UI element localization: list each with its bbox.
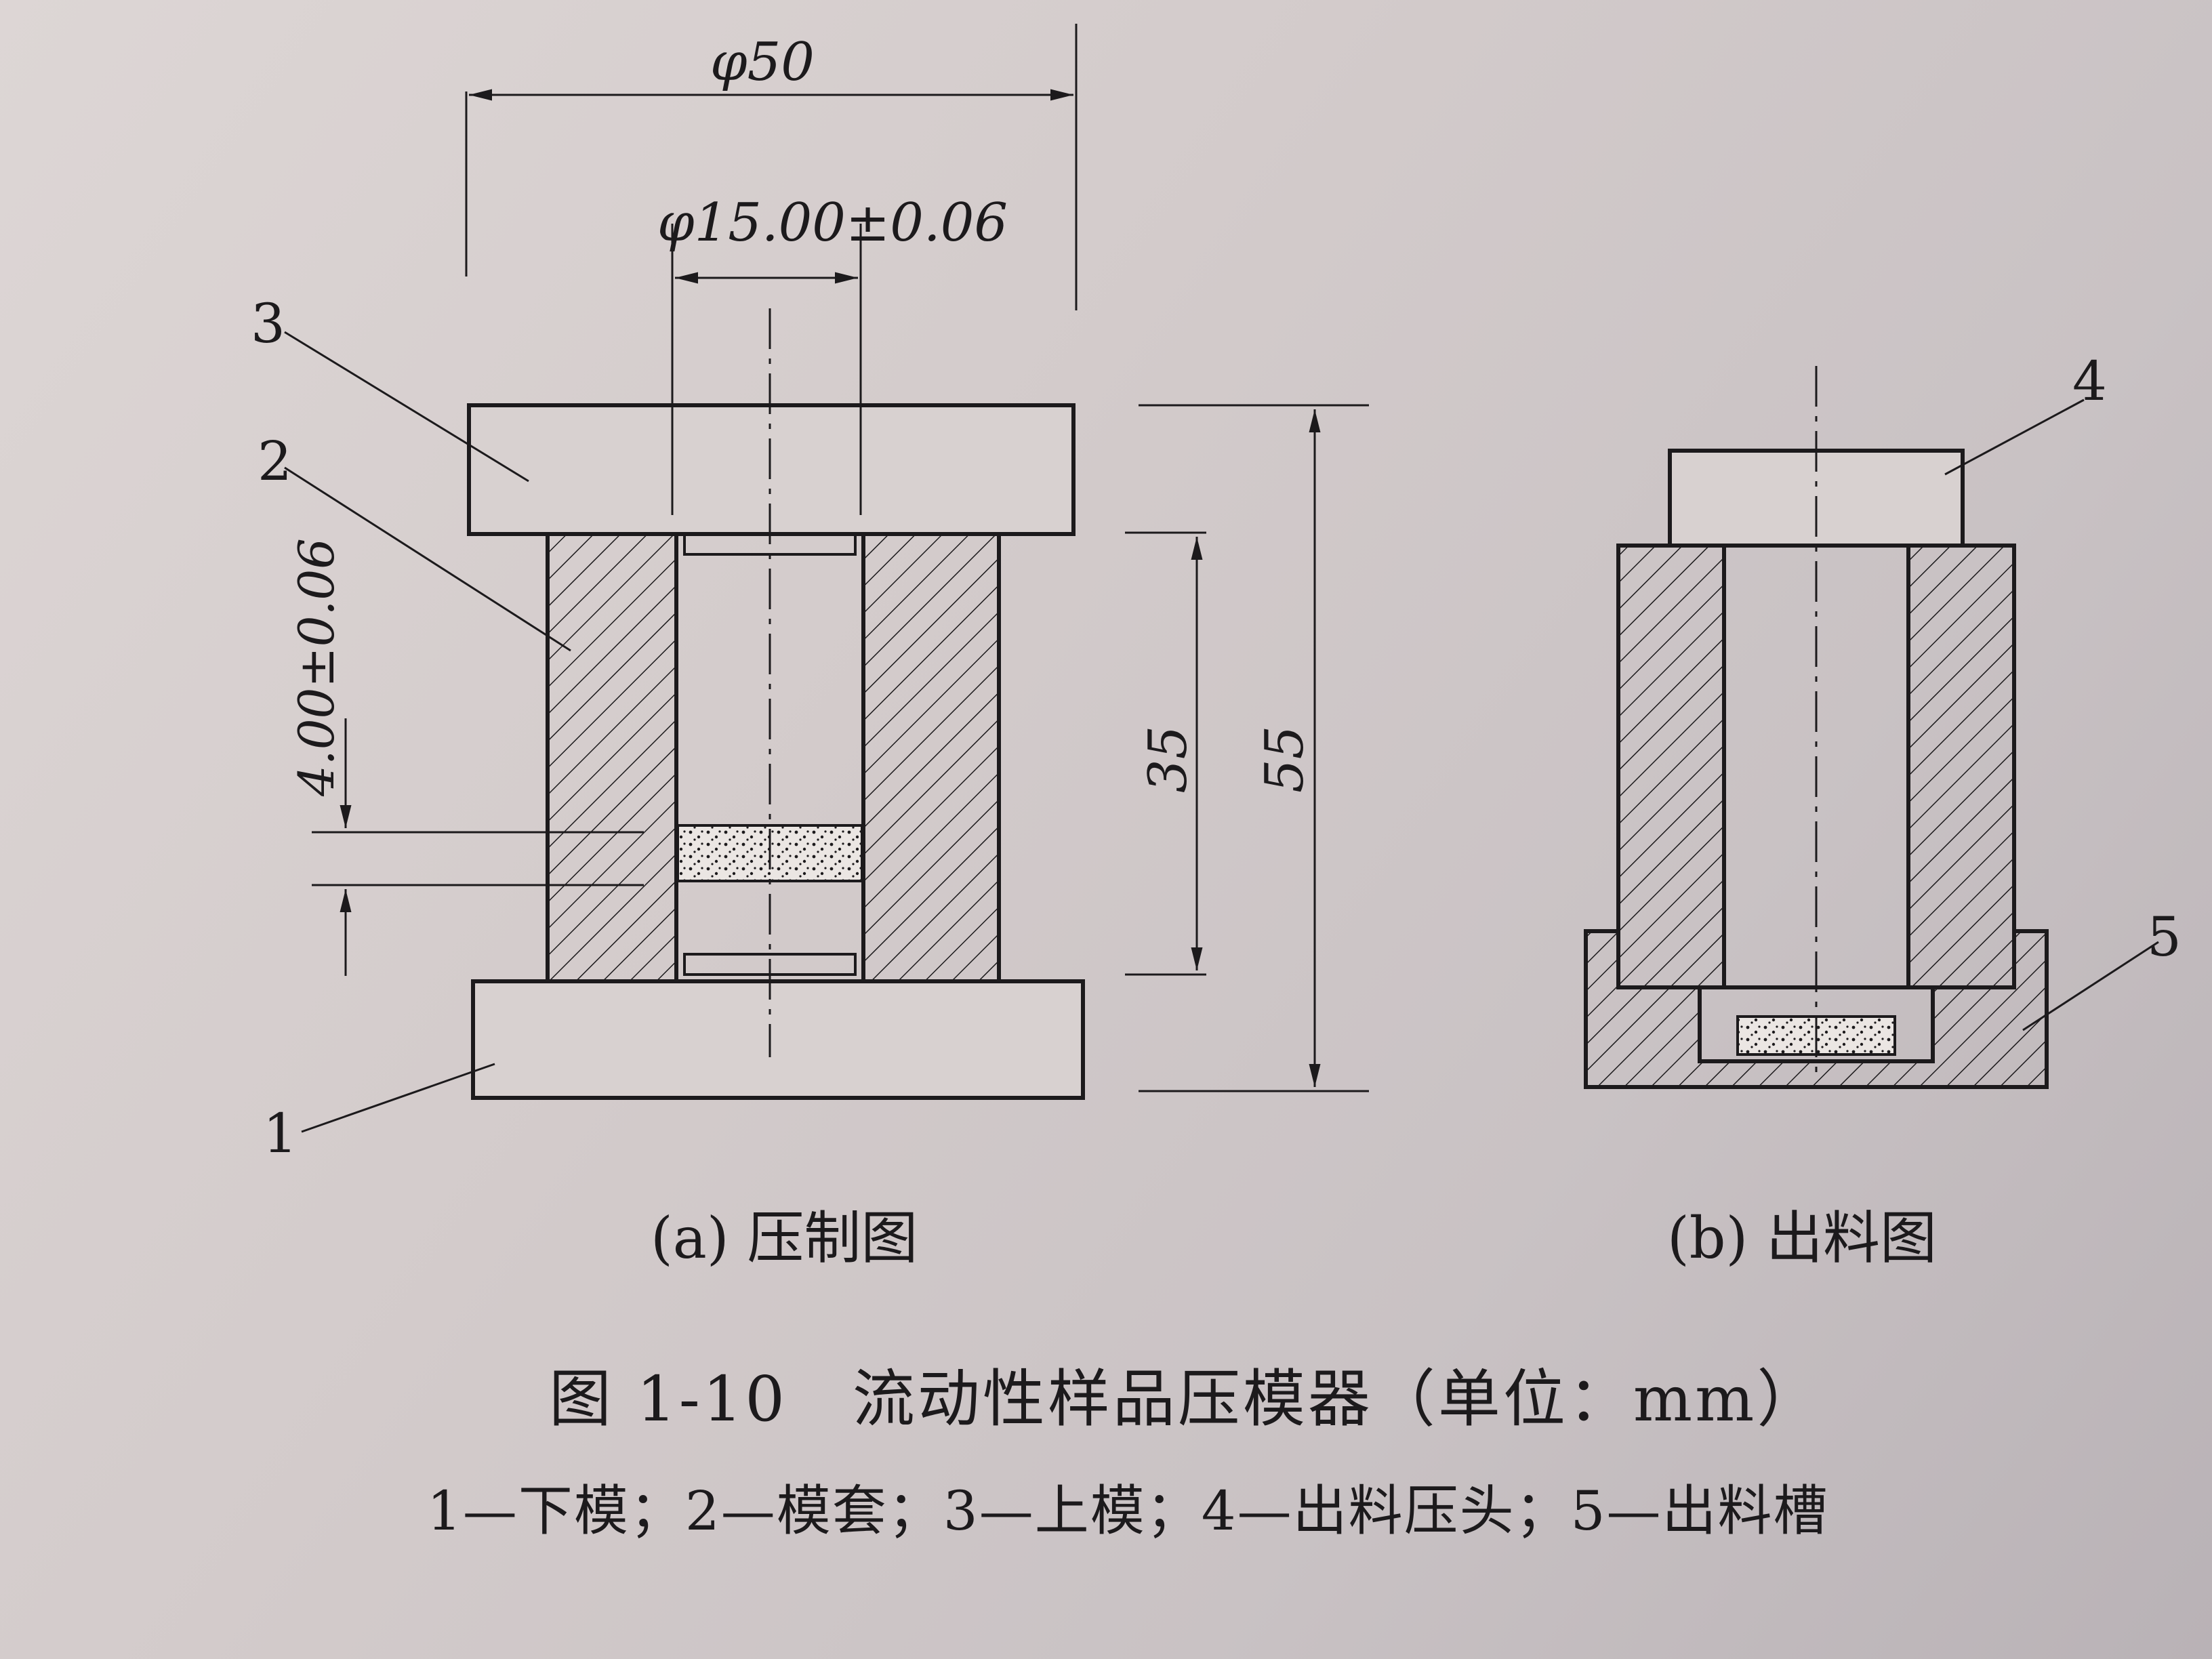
pressing-view	[284, 24, 1369, 1133]
figure-title: 图 1-10 流动性样品压模器（单位：mm）	[549, 1363, 1822, 1435]
ejection-view	[1584, 366, 2159, 1089]
subfigure-a-caption: (a) 压制图	[651, 1205, 918, 1271]
sleeve-right-wall	[861, 532, 1001, 983]
leader-2	[284, 466, 571, 652]
sleeve-right-wall-b	[1906, 544, 2016, 989]
figure-legend: 1—下模；2—模套；3—上模；4—出料压头；5—出料槽	[427, 1479, 1829, 1542]
leader-5	[2022, 941, 2159, 1031]
part-label-1: 1	[263, 1102, 298, 1165]
leader-1	[301, 1063, 495, 1133]
leader-4	[1944, 398, 2085, 476]
dim-inner-diameter-label: φ15.00±0.06	[657, 192, 1008, 253]
dim-sleeve-height-label: 35	[1138, 726, 1199, 793]
part-label-4: 4	[2072, 350, 2107, 413]
part-label-2: 2	[258, 430, 292, 493]
sleeve-left-wall-b	[1616, 544, 1726, 989]
part-label-3: 3	[251, 292, 285, 355]
lower-die	[471, 979, 1085, 1100]
upper-die	[467, 403, 1076, 536]
subfigure-b-caption: (b) 出料图	[1667, 1205, 1938, 1271]
dim-total-height-label: 55	[1254, 726, 1315, 793]
dim-thickness-label: 4.00±0.06	[288, 538, 345, 797]
part-label-5: 5	[2147, 905, 2182, 968]
dim-outer-diameter-label: φ50	[710, 32, 815, 93]
sleeve-left-wall	[546, 532, 678, 983]
receiving-trough	[1584, 929, 2049, 1089]
leader-3	[284, 331, 529, 483]
